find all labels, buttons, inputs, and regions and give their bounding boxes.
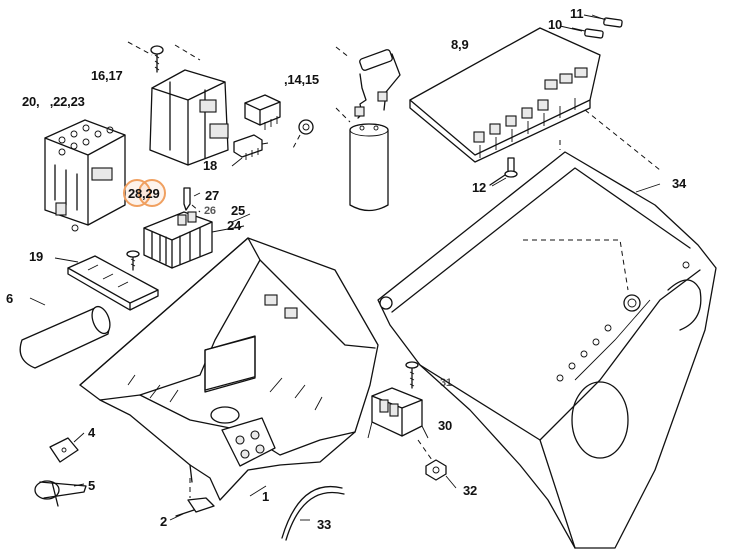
screw-part-12[interactable]: [489, 157, 518, 186]
callout-31[interactable]: 31: [440, 377, 452, 389]
terminal-block-part-24-26[interactable]: [143, 204, 213, 269]
relay-part-14[interactable]: [244, 94, 281, 130]
transformer-part-16-17[interactable]: [127, 41, 229, 166]
callout-27[interactable]: 27: [205, 188, 220, 203]
callout-19[interactable]: 19: [29, 249, 44, 264]
callout-30[interactable]: 30: [438, 418, 453, 433]
callout-2[interactable]: 2: [160, 514, 168, 529]
clip-part-4[interactable]: [49, 437, 79, 463]
callout-20-23[interactable]: 20, ,22,23: [22, 94, 85, 109]
fuse-part-11[interactable]: [583, 14, 623, 28]
callout-11[interactable]: 11: [570, 6, 584, 21]
callout-8-9[interactable]: 8,9: [451, 37, 469, 52]
fuse-part-10[interactable]: [571, 27, 604, 39]
capacitor-part-6[interactable]: [19, 304, 113, 369]
callout-33[interactable]: 33: [317, 517, 332, 532]
callout-32[interactable]: 32: [463, 483, 478, 498]
screw-part-31[interactable]: [405, 361, 419, 389]
din-rail-part-19[interactable]: [67, 250, 159, 311]
callout-24[interactable]: 24: [227, 218, 242, 233]
cable-tie-part-5[interactable]: [34, 480, 87, 507]
hotspot-marker-29[interactable]: [138, 179, 166, 207]
cover-part-34[interactable]: [377, 140, 717, 549]
callout-10[interactable]: 10: [548, 17, 563, 32]
pointer-part-27[interactable]: [183, 187, 201, 211]
ring-part-15[interactable]: [291, 119, 314, 151]
callout-34[interactable]: 34: [672, 176, 687, 191]
callout-28-29[interactable]: 28,29: [128, 186, 160, 201]
circuit-board-part-8-9[interactable]: [409, 27, 661, 171]
screw-part-2[interactable]: [175, 478, 215, 517]
callout-18[interactable]: 18: [203, 158, 218, 173]
seal-part-33[interactable]: [281, 486, 345, 541]
callout-12[interactable]: 12: [472, 180, 487, 195]
housing-part-1[interactable]: [79, 237, 379, 501]
leader-lines: [29, 14, 661, 521]
switch-part-30[interactable]: [367, 387, 429, 439]
terminal-part-18[interactable]: [233, 134, 269, 160]
capacitor-part-14-15[interactable]: [335, 46, 401, 212]
contactor-part-20-23[interactable]: [44, 119, 126, 232]
callout-5[interactable]: 5: [88, 478, 96, 493]
callout-1[interactable]: 1: [262, 489, 270, 504]
callout-16-17[interactable]: 16,17: [91, 68, 123, 83]
callout-25[interactable]: 25: [231, 203, 246, 218]
callout-26[interactable]: 26: [204, 205, 216, 217]
callout-4[interactable]: 4: [88, 425, 96, 440]
callout-14-15[interactable]: ,14,15: [284, 72, 319, 87]
nut-part-32[interactable]: [417, 439, 447, 481]
callout-6[interactable]: 6: [6, 291, 14, 306]
